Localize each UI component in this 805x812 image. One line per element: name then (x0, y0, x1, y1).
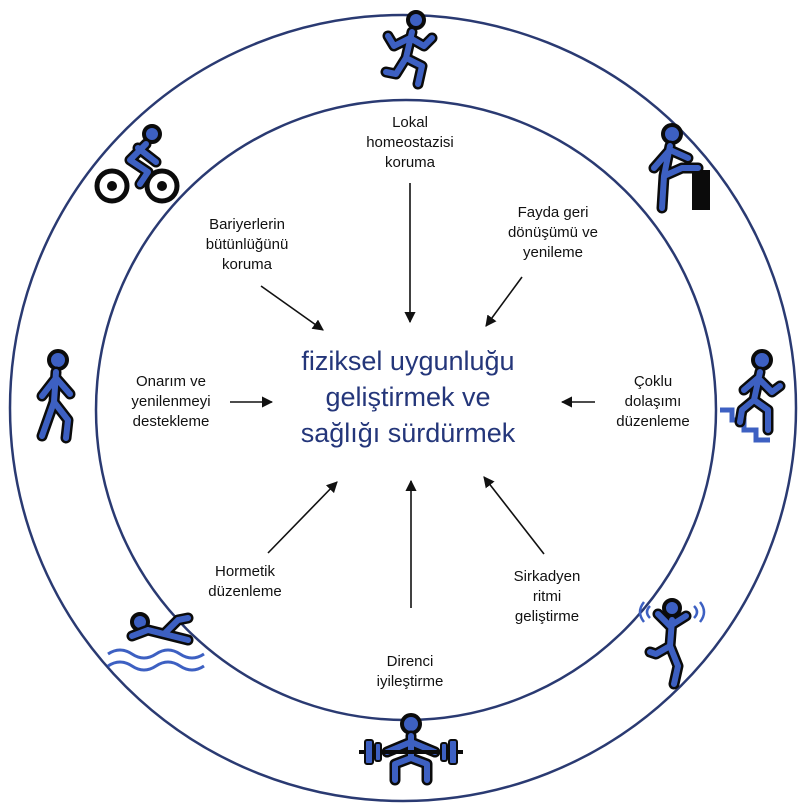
weightlifting-icon (359, 713, 463, 786)
arrow-bottom-right (483, 476, 545, 555)
label-top-right: Fayda geri dönüşümü ve yenileme (507, 204, 599, 261)
label-bottom-right: Sirkadyen ritmi geliştirme (513, 568, 581, 625)
stair-climbing-icon (720, 349, 786, 443)
label-left: Onarım ve yenilenmeyi destekleme (131, 373, 211, 430)
label-bottom-left: Hormetik düzenleme (208, 563, 282, 600)
arrow-top-right (485, 276, 523, 327)
stretching-icon (648, 123, 710, 214)
center-goal-text: fiziksel uygunluğu geliştirmek ve sağlığ… (300, 346, 516, 448)
arrow-top-left (260, 285, 324, 331)
running-icon (380, 10, 438, 90)
label-top-left: Bariyerlerin bütünlüğünü koruma (205, 216, 289, 273)
swimming-icon (107, 612, 205, 672)
arrow-bottom-left (267, 481, 338, 554)
label-bottom: Direnci iyileştirme (376, 653, 444, 690)
outer-ring (8, 13, 798, 803)
dancing-icon (638, 598, 706, 690)
label-top: Lokal homeostazisi koruma (366, 114, 454, 171)
label-right: Çoklu dolaşımı düzenleme (616, 373, 690, 430)
walking-icon (36, 349, 76, 444)
cycling-icon (94, 124, 180, 204)
